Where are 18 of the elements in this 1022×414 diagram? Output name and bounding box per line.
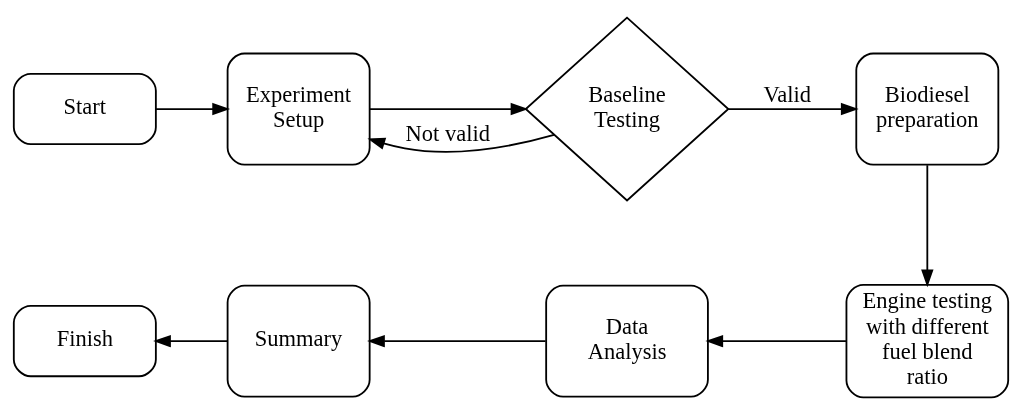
arrow xyxy=(921,163,934,287)
arrow xyxy=(368,102,529,115)
arrow xyxy=(367,334,547,347)
node-box: Finish xyxy=(12,304,157,377)
edge-label: Not valid xyxy=(405,120,490,146)
arrow xyxy=(153,334,229,347)
edge-label: Valid xyxy=(763,81,812,107)
arrow xyxy=(367,133,555,153)
node-box: Data Analysis xyxy=(545,284,709,398)
node-box: Experiment Setup xyxy=(226,52,371,165)
node-box: Biodiesel preparation xyxy=(855,52,1000,165)
node-box: Summary xyxy=(226,284,371,398)
node-box: Engine testing with different fuel blend ratio xyxy=(845,283,1010,398)
node-diamond: Baseline Testing xyxy=(524,15,730,202)
node-box: Start xyxy=(12,72,157,145)
arrow xyxy=(727,102,859,115)
arrow xyxy=(155,102,231,115)
arrow xyxy=(705,334,847,347)
